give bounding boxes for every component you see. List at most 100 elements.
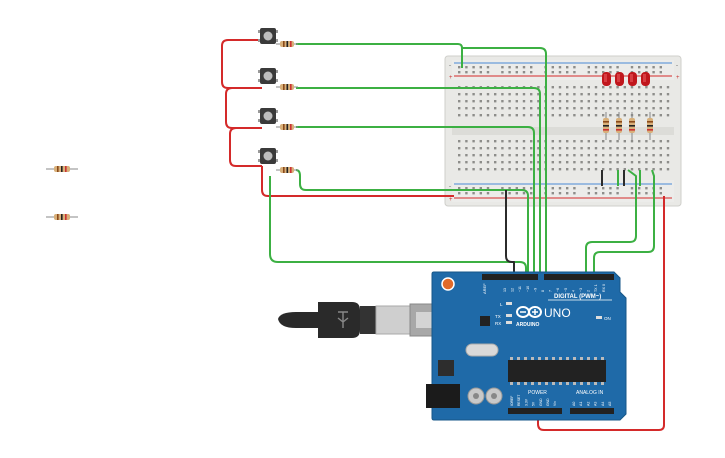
led-group[interactable]: [602, 72, 650, 86]
breadboard-hole[interactable]: [494, 161, 497, 164]
breadboard-hole[interactable]: [472, 107, 475, 110]
usb-cable[interactable]: [278, 302, 457, 338]
breadboard-hole[interactable]: [623, 161, 626, 164]
breadboard-hole[interactable]: [645, 147, 648, 150]
breadboard-hole[interactable]: [537, 161, 540, 164]
breadboard-hole[interactable]: [558, 86, 562, 89]
breadboard-hole[interactable]: [551, 107, 554, 110]
breadboard-hole[interactable]: [458, 100, 461, 103]
breadboard-hole[interactable]: [652, 107, 655, 110]
breadboard-hole[interactable]: [609, 161, 612, 164]
breadboard-hole[interactable]: [623, 168, 626, 171]
breadboard-hole[interactable]: [522, 168, 526, 171]
button-resistors[interactable]: [276, 41, 298, 173]
breadboard-hole[interactable]: [602, 100, 605, 103]
breadboard-hole[interactable]: [530, 100, 533, 103]
breadboard-hole[interactable]: [465, 114, 468, 117]
breadboard-hole[interactable]: [501, 192, 504, 195]
breadboard-hole[interactable]: [616, 100, 619, 103]
breadboard-hole[interactable]: [616, 154, 619, 157]
breadboard-hole[interactable]: [508, 93, 511, 96]
breadboard-hole[interactable]: [659, 192, 662, 195]
breadboard-hole[interactable]: [602, 107, 605, 110]
breadboard-hole[interactable]: [616, 187, 619, 190]
breadboard-hole[interactable]: [486, 71, 490, 74]
breadboard-hole[interactable]: [486, 140, 490, 143]
breadboard-hole[interactable]: [479, 93, 482, 96]
breadboard-hole[interactable]: [623, 140, 626, 143]
breadboard-hole[interactable]: [623, 86, 626, 89]
push-button-4[interactable]: [258, 148, 278, 164]
breadboard-hole[interactable]: [638, 114, 641, 117]
breadboard-hole[interactable]: [573, 86, 576, 89]
breadboard-hole[interactable]: [558, 168, 562, 171]
breadboard-hole[interactable]: [573, 114, 576, 117]
breadboard-hole[interactable]: [630, 93, 634, 96]
breadboard-hole[interactable]: [486, 100, 490, 103]
breadboard-hole[interactable]: [537, 154, 540, 157]
breadboard-hole[interactable]: [551, 161, 554, 164]
breadboard-hole[interactable]: [465, 168, 468, 171]
breadboard-hole[interactable]: [479, 71, 482, 74]
power-jack[interactable]: [426, 384, 460, 408]
breadboard-hole[interactable]: [666, 140, 670, 143]
breadboard-hole[interactable]: [623, 147, 626, 150]
breadboard-hole[interactable]: [609, 147, 612, 150]
breadboard-hole[interactable]: [522, 93, 526, 96]
breadboard-hole[interactable]: [522, 192, 526, 195]
push-buttons[interactable]: [258, 28, 278, 164]
breadboard-hole[interactable]: [602, 66, 605, 69]
breadboard-hole[interactable]: [638, 187, 641, 190]
breadboard-hole[interactable]: [522, 187, 526, 190]
loose-resistor-1[interactable]: [46, 166, 78, 172]
power-header[interactable]: [508, 408, 562, 414]
breadboard-hole[interactable]: [630, 187, 634, 190]
breadboard-hole[interactable]: [537, 107, 540, 110]
breadboard-hole[interactable]: [494, 147, 497, 150]
breadboard-hole[interactable]: [630, 168, 634, 171]
breadboard-hole[interactable]: [652, 86, 655, 89]
breadboard-hole[interactable]: [508, 168, 511, 171]
breadboard-hole[interactable]: [573, 192, 576, 195]
breadboard-hole[interactable]: [638, 147, 641, 150]
breadboard-hole[interactable]: [659, 168, 662, 171]
breadboard-hole[interactable]: [630, 66, 634, 69]
breadboard-hole[interactable]: [630, 107, 634, 110]
breadboard-hole[interactable]: [501, 147, 504, 150]
breadboard-hole[interactable]: [616, 107, 619, 110]
breadboard-hole[interactable]: [652, 66, 655, 69]
breadboard-hole[interactable]: [522, 107, 526, 110]
breadboard-hole[interactable]: [479, 168, 482, 171]
breadboard-hole[interactable]: [472, 66, 475, 69]
breadboard-hole[interactable]: [587, 168, 590, 171]
breadboard-hole[interactable]: [652, 140, 655, 143]
breadboard-hole[interactable]: [666, 114, 670, 117]
breadboard-hole[interactable]: [587, 154, 590, 157]
breadboard-hole[interactable]: [652, 161, 655, 164]
breadboard-hole[interactable]: [472, 114, 475, 117]
breadboard-hole[interactable]: [458, 140, 461, 143]
breadboard-hole[interactable]: [486, 93, 490, 96]
breadboard-hole[interactable]: [537, 168, 540, 171]
breadboard-hole[interactable]: [501, 100, 504, 103]
breadboard-hole[interactable]: [558, 114, 562, 117]
breadboard-hole[interactable]: [530, 93, 533, 96]
breadboard-hole[interactable]: [652, 100, 655, 103]
breadboard-hole[interactable]: [659, 107, 662, 110]
breadboard-hole[interactable]: [486, 192, 490, 195]
breadboard-hole[interactable]: [602, 192, 605, 195]
breadboard-hole[interactable]: [508, 140, 511, 143]
breadboard-hole[interactable]: [616, 192, 619, 195]
breadboard-hole[interactable]: [580, 114, 583, 117]
breadboard-hole[interactable]: [551, 154, 554, 157]
breadboard-hole[interactable]: [623, 154, 626, 157]
breadboard-hole[interactable]: [573, 93, 576, 96]
breadboard-hole[interactable]: [573, 187, 576, 190]
breadboard-hole[interactable]: [558, 161, 562, 164]
breadboard-hole[interactable]: [551, 187, 554, 190]
breadboard-hole[interactable]: [515, 161, 518, 164]
breadboard-hole[interactable]: [566, 114, 569, 117]
breadboard-hole[interactable]: [594, 71, 598, 74]
breadboard-hole[interactable]: [573, 107, 576, 110]
